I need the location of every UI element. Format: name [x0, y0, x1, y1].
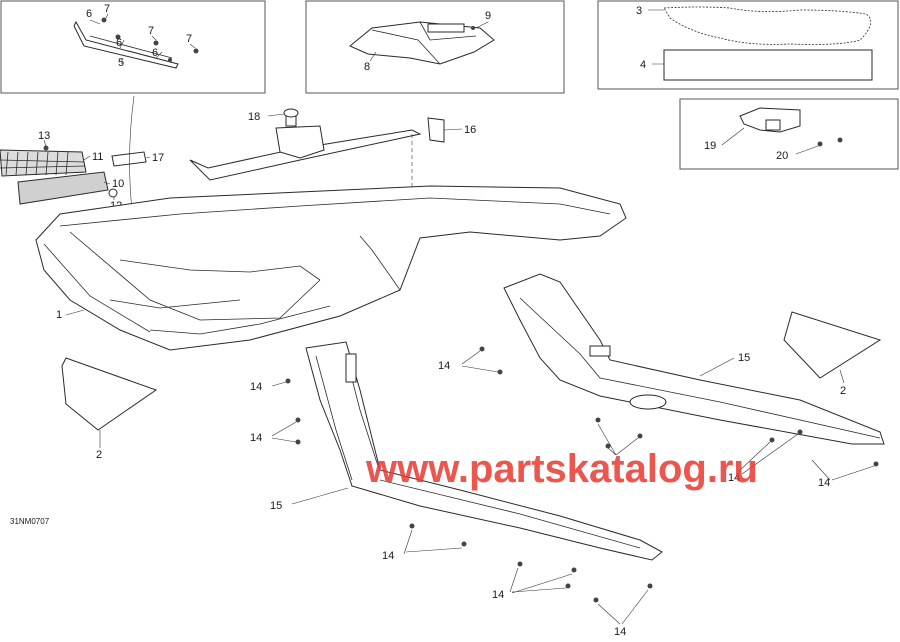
callout-14: 14	[818, 477, 830, 489]
rear-skid-plate-15	[503, 273, 885, 445]
mesh-grille-11	[0, 149, 87, 177]
callout-14: 14	[492, 589, 504, 601]
foam-pad-10	[17, 171, 109, 205]
callout-2: 2	[840, 385, 846, 397]
callout-14: 14	[728, 472, 740, 484]
callout-8: 8	[364, 61, 370, 73]
callout-16: 16	[464, 124, 476, 136]
inset-bracket-19-20	[679, 98, 899, 170]
callout-15: 15	[270, 500, 282, 512]
callout-14: 14	[438, 360, 450, 372]
callout-17: 17	[152, 152, 164, 164]
callout-5: 5	[118, 57, 124, 69]
fasteners-14	[285, 346, 879, 603]
callout-13: 13	[38, 130, 50, 142]
callout-6: 6	[86, 8, 92, 20]
callout-14: 14	[614, 626, 626, 637]
grommet-12	[108, 188, 118, 198]
callout-2: 2	[96, 449, 102, 461]
side-panel-2-left	[61, 357, 158, 431]
callout-14: 14	[382, 550, 394, 562]
callout-4: 4	[640, 59, 646, 71]
callout-20: 20	[776, 150, 788, 162]
callout-11: 11	[92, 151, 103, 163]
drawing-code: 31NM0707	[10, 517, 50, 526]
callout-6: 6	[152, 47, 158, 59]
callout-7: 7	[104, 3, 110, 15]
callout-14: 14	[250, 381, 262, 393]
side-panel-2-right	[783, 311, 882, 379]
callout-14: 14	[250, 432, 262, 444]
callout-9: 9	[485, 10, 491, 22]
callout-1: 1	[56, 309, 62, 321]
callout-7: 7	[186, 33, 192, 45]
callout-10: 10	[112, 178, 124, 190]
watermark: www.partskatalog.ru	[365, 447, 758, 491]
inset-cover-8-9	[305, 0, 565, 94]
callout-3: 3	[636, 5, 642, 17]
rear-bracket-16	[189, 108, 445, 181]
clip-17	[111, 151, 147, 167]
callout-19: 19	[704, 140, 716, 152]
callout-15: 15	[738, 352, 750, 364]
front-skid-plate-15	[305, 341, 663, 561]
callout-18: 18	[248, 111, 260, 123]
inset-rivets-5-6-7	[0, 0, 266, 94]
callout-6: 6	[116, 37, 122, 49]
rivet-13	[43, 145, 49, 151]
bottom-pan-1	[35, 185, 627, 351]
callout-7: 7	[148, 25, 154, 37]
inset-panels-3-4	[597, 0, 899, 90]
